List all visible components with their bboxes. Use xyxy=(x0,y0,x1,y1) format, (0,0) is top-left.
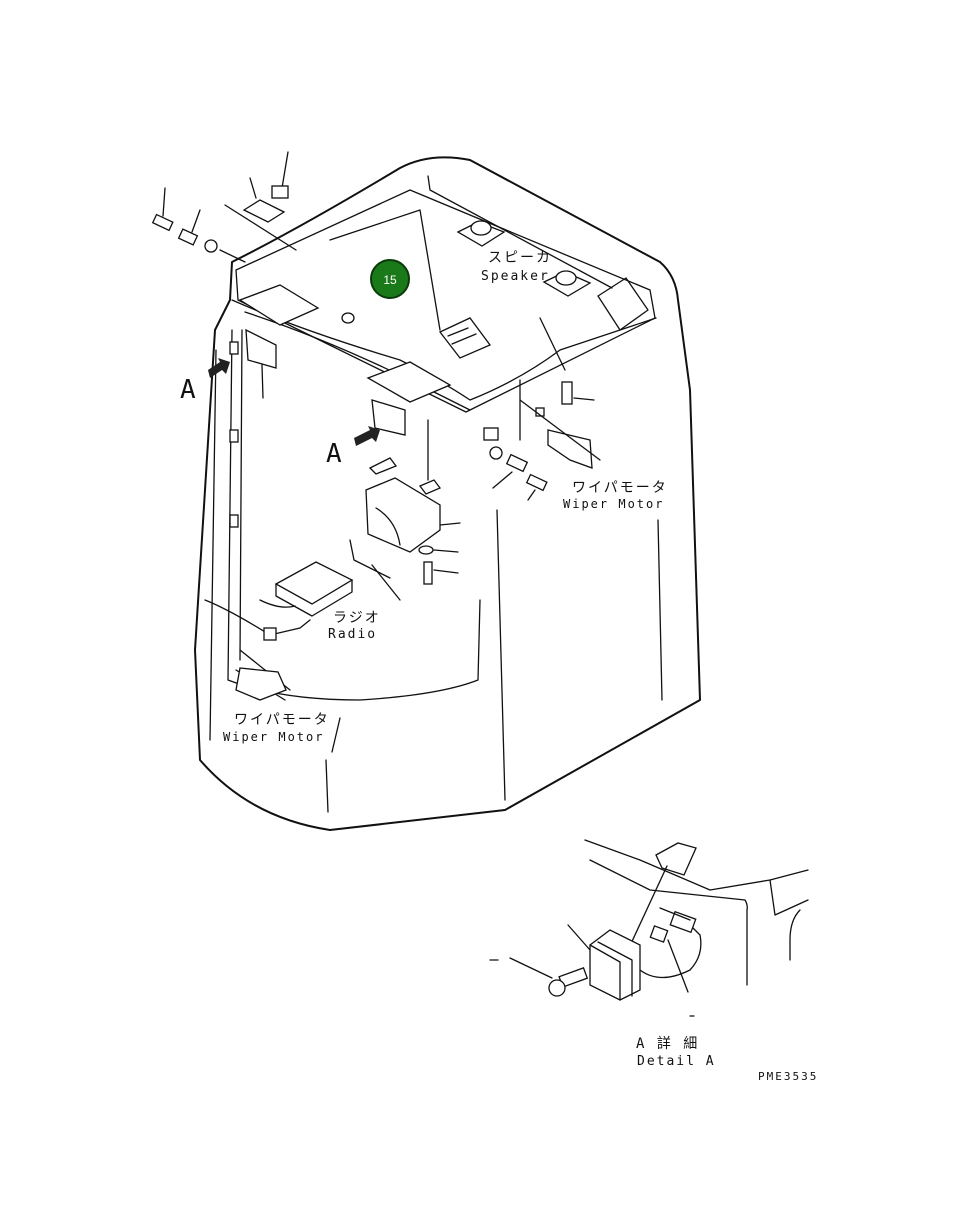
detail-a-label-en: Detail A xyxy=(637,1054,716,1069)
speaker-label-en: Speaker xyxy=(481,269,550,284)
wiper-bottom-label-jp: ワイパモータ xyxy=(234,712,330,728)
drawing-code: PME3535 xyxy=(758,1070,818,1083)
callout-badge[interactable] xyxy=(370,259,410,299)
view-arrows xyxy=(208,358,380,446)
radio-bracket-parts xyxy=(204,419,461,701)
speaker-label-jp: スピーカ xyxy=(488,250,552,266)
right-hardware xyxy=(483,317,601,501)
callout-15[interactable]: 15 xyxy=(370,259,410,299)
view-a-label-center: A xyxy=(326,439,344,469)
cab-outline xyxy=(194,156,701,831)
brow-fittings xyxy=(238,284,452,436)
callout-number: 15 xyxy=(383,273,397,287)
radio-label-jp: ラジオ xyxy=(333,610,381,626)
wiper-top-label-en: Wiper Motor xyxy=(563,497,664,511)
detail-a-label-jp: A 詳 細 xyxy=(636,1036,699,1052)
speaker-parts xyxy=(438,220,592,359)
wiper-top-label-jp: ワイパモータ xyxy=(572,480,668,496)
top-left-hardware xyxy=(151,151,297,263)
radio-label-en: Radio xyxy=(328,627,377,642)
wiper-bottom-label-en: Wiper Motor xyxy=(223,730,324,744)
view-a-label-left: A xyxy=(180,375,198,405)
detail-a-drawing xyxy=(489,839,809,1017)
